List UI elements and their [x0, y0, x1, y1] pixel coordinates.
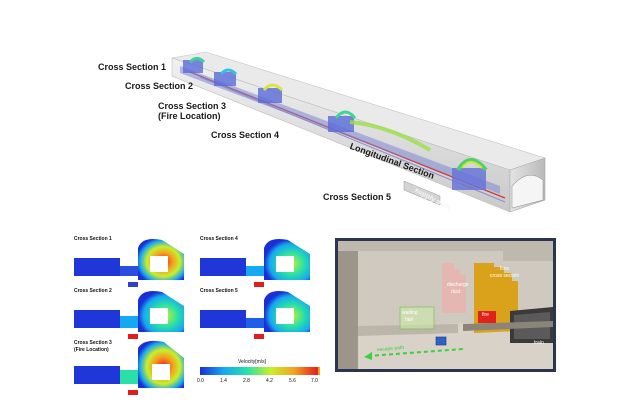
panel-title-1: Cross Section 1 — [74, 236, 112, 242]
colorbar-tick-0: 0.0 — [197, 378, 204, 384]
panel-title-3: Cross Section 3 — [74, 340, 112, 346]
station-drawing — [338, 241, 553, 369]
panel-title-5: Cross Section 5 — [200, 288, 238, 294]
panel-cross-section-5 — [200, 291, 310, 339]
label-cross-section-4: Cross Section 4 — [211, 130, 280, 140]
label-cross-section-3-sub: (Fire Location) — [158, 111, 221, 121]
supply-duct — [403, 180, 441, 206]
longitudinal-plume — [349, 120, 432, 152]
waiting-hall — [399, 306, 435, 330]
slice-5 — [452, 158, 488, 190]
colorbar-title: Velocity[m/s] — [238, 359, 267, 365]
label-fire: fire — [482, 312, 489, 318]
panel-cross-section-4 — [200, 239, 310, 287]
label-cross-section-1: Cross Section 1 — [98, 62, 167, 72]
velocity-panels — [72, 228, 334, 398]
slice-4 — [328, 110, 357, 132]
tunnel-arch — [511, 174, 544, 209]
fire-block — [478, 311, 496, 323]
velocity-panels-drawing — [74, 239, 320, 395]
slice-1 — [183, 57, 206, 73]
panel-cross-section-1 — [74, 239, 184, 287]
colorbar-gradient — [200, 367, 318, 375]
label-flow-1: flow — [500, 266, 509, 272]
panel-title-4: Cross Section 4 — [200, 236, 238, 242]
tunnel-figure — [171, 51, 546, 213]
label-cross-section-3: Cross Section 3 — [158, 101, 227, 111]
escape-arrow — [367, 348, 464, 357]
station-diagram — [335, 238, 556, 372]
colorbar-tick-3: 4.2 — [266, 378, 273, 384]
colorbar-tick-1: 1.4 — [220, 378, 227, 384]
slice-2 — [214, 68, 238, 86]
label-flow-2: cross section — [490, 273, 520, 279]
slice-3 — [258, 83, 284, 103]
label-train: train — [534, 340, 544, 346]
label-discharge-2: duct — [451, 289, 461, 295]
panel-cross-section-2 — [74, 291, 184, 339]
colorbar-tick-5: 7.0 — [311, 378, 318, 384]
tunnel-drawing — [171, 51, 546, 213]
panel-subtitle-3: (Fire Location) — [74, 347, 109, 353]
panel-cross-section-3 — [74, 340, 184, 395]
panel-title-2: Cross Section 2 — [74, 288, 112, 294]
label-waiting-1: waiting — [402, 310, 418, 316]
discharge-duct — [442, 263, 466, 313]
label-discharge-1: discharge — [447, 282, 469, 288]
label-cross-section-5: Cross Section 5 — [323, 192, 392, 202]
colorbar-tick-2: 2.8 — [243, 378, 250, 384]
label-cross-section-2: Cross Section 2 — [125, 81, 194, 91]
label-waiting-2: hall — [405, 317, 413, 323]
colorbar-tick-4: 5.6 — [289, 378, 296, 384]
